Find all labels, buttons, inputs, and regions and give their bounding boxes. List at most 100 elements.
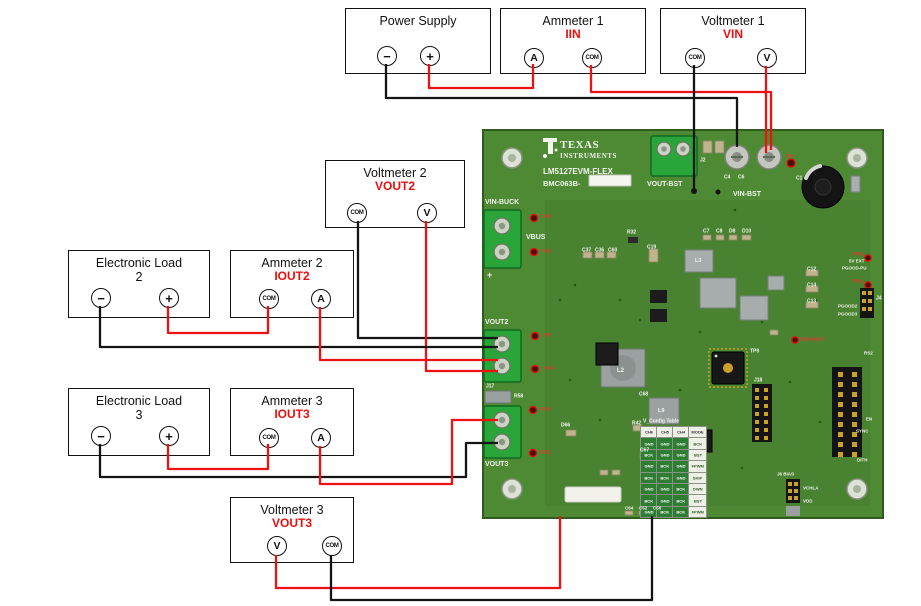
terminal-com: COM <box>322 536 342 556</box>
header-j6 <box>786 479 800 516</box>
v-config-cell: SKIP <box>689 472 706 483</box>
power-module <box>684 249 785 321</box>
board-label: INSTRUMENTS <box>560 152 617 160</box>
voltmeter3-box: Voltmeter 3 VOUT3 V COM <box>230 497 354 563</box>
electronic-load3-title: Electronic Load <box>95 394 183 408</box>
board-label: TEXAS <box>560 139 600 151</box>
v-config-cell: BST <box>689 449 706 461</box>
voltmeter1-signal: VIN <box>722 27 743 42</box>
board-label: R42 <box>632 420 642 426</box>
board-label: C14 <box>807 282 817 288</box>
board-label: C12 <box>807 266 817 272</box>
ammeter2-signal: IOUT2 <box>274 269 310 284</box>
corner-hole <box>501 147 868 500</box>
board-label: D66 <box>561 422 571 428</box>
ammeter3-signal: IOUT3 <box>274 407 310 422</box>
v-config-cell: BST <box>689 495 706 506</box>
electronic-load2-box: Electronic Load 2 − + <box>68 250 210 318</box>
board-label: PGOOD2 <box>838 303 858 309</box>
v-config-cell: GND <box>657 438 672 449</box>
voltmeter3-signal: VOUT3 <box>271 516 312 531</box>
board-label: SYNC <box>856 428 869 434</box>
board-label: TR10 <box>852 278 864 284</box>
board-label: TP14 <box>543 365 554 371</box>
inductor-l9 <box>648 397 680 425</box>
board-label: BMC063B- <box>543 179 581 188</box>
board-label: EN <box>866 416 873 422</box>
ammeter2-title: Ammeter 2 <box>261 256 323 270</box>
ammeter1-title: Ammeter 1 <box>542 14 604 28</box>
v-config-cell: BCK <box>657 506 672 518</box>
voltmeter3-title: Voltmeter 3 <box>260 503 324 517</box>
v-config-cell: GND <box>657 483 672 495</box>
board-label: C7 <box>703 228 710 234</box>
board-label: J2 <box>700 157 706 163</box>
v-config-cell: CH5 <box>657 427 672 438</box>
v-config-cell: GND <box>641 461 656 472</box>
qfn-ic <box>708 348 748 388</box>
board-label: D10 <box>742 228 752 234</box>
board-label: LM5127EVM-FLEX <box>543 167 613 176</box>
terminal-plus: + <box>159 426 179 446</box>
board-label: VOUT-BST <box>647 181 683 188</box>
via <box>715 189 721 195</box>
testpoint-tp1 <box>786 158 796 168</box>
board-label: C64 <box>625 505 634 511</box>
ammeter1-signal: IIN <box>565 27 581 42</box>
v-config-cell: DWN <box>689 483 706 495</box>
power-supply-box: Power Supply − + <box>345 8 491 74</box>
board-label: R32 <box>627 229 637 235</box>
board-label: VBUS <box>526 234 546 241</box>
v-config-cell: BCK <box>641 495 656 506</box>
board-label: C19 <box>647 244 657 250</box>
terminal-a: A <box>311 428 331 448</box>
board-label: C52 <box>639 505 648 511</box>
board-label: C60 <box>608 247 618 253</box>
board-label: TP12 <box>541 248 552 254</box>
board-label: TP9 <box>750 348 760 354</box>
v-config-cell: BCK <box>641 472 656 483</box>
terminal-v: V <box>757 48 777 68</box>
voltmeter1-title: Voltmeter 1 <box>701 14 765 28</box>
v-config-cell: CH6 <box>641 427 656 438</box>
v-config-cell: FPWM <box>689 506 706 518</box>
header-j1 <box>832 367 862 457</box>
resistor-r32 <box>628 237 638 243</box>
board-label: C8 <box>716 228 723 234</box>
board-label: D8 <box>729 228 736 234</box>
terminal-com: COM <box>685 48 705 68</box>
voltmeter2-box: Voltmeter 2 VOUT2 COM V <box>325 160 465 228</box>
ammeter1-box: Ammeter 1 IIN A COM <box>500 8 646 74</box>
v-config-cell: BCK <box>673 506 688 518</box>
board-label: PGOOD3 <box>838 311 858 317</box>
terminal-v: V <box>417 203 437 223</box>
v-config-cell: BCK <box>641 449 656 461</box>
v-config-cell: GND <box>673 449 688 461</box>
terminal-com: COM <box>347 203 367 223</box>
board-label: TP20 <box>540 406 551 412</box>
board-label: J6 BIAS <box>777 471 795 477</box>
testpoint <box>528 213 872 458</box>
v-config-cell: GND <box>673 438 688 449</box>
board-label: VDD <box>803 498 813 504</box>
board-label: L9 <box>658 407 665 414</box>
ammeter2-box: Ammeter 2 IOUT2 COM A <box>230 250 354 318</box>
board-label: C1 <box>796 175 803 181</box>
v-config-cell: BCK <box>673 483 688 495</box>
electronic-load2-title: Electronic Load <box>95 256 183 270</box>
board-label: J17 <box>486 383 495 389</box>
v-config-cell: BCK <box>689 438 706 449</box>
terminal-a: A <box>524 48 544 68</box>
voltmeter1-box: Voltmeter 1 VIN COM V <box>660 8 806 74</box>
component-r58 <box>484 390 512 404</box>
board-label: VIN-BST <box>733 191 761 198</box>
board-label: VOUT2 <box>485 319 509 326</box>
ammeter3-title: Ammeter 3 <box>261 394 323 408</box>
electronic-load3-number: 3 <box>135 408 143 423</box>
board-label: J18 <box>754 377 763 383</box>
v-config-cell: GND <box>673 472 688 483</box>
board-label: C37 <box>582 247 592 253</box>
terminal-plus: + <box>159 288 179 308</box>
terminal-v: V <box>267 536 287 556</box>
